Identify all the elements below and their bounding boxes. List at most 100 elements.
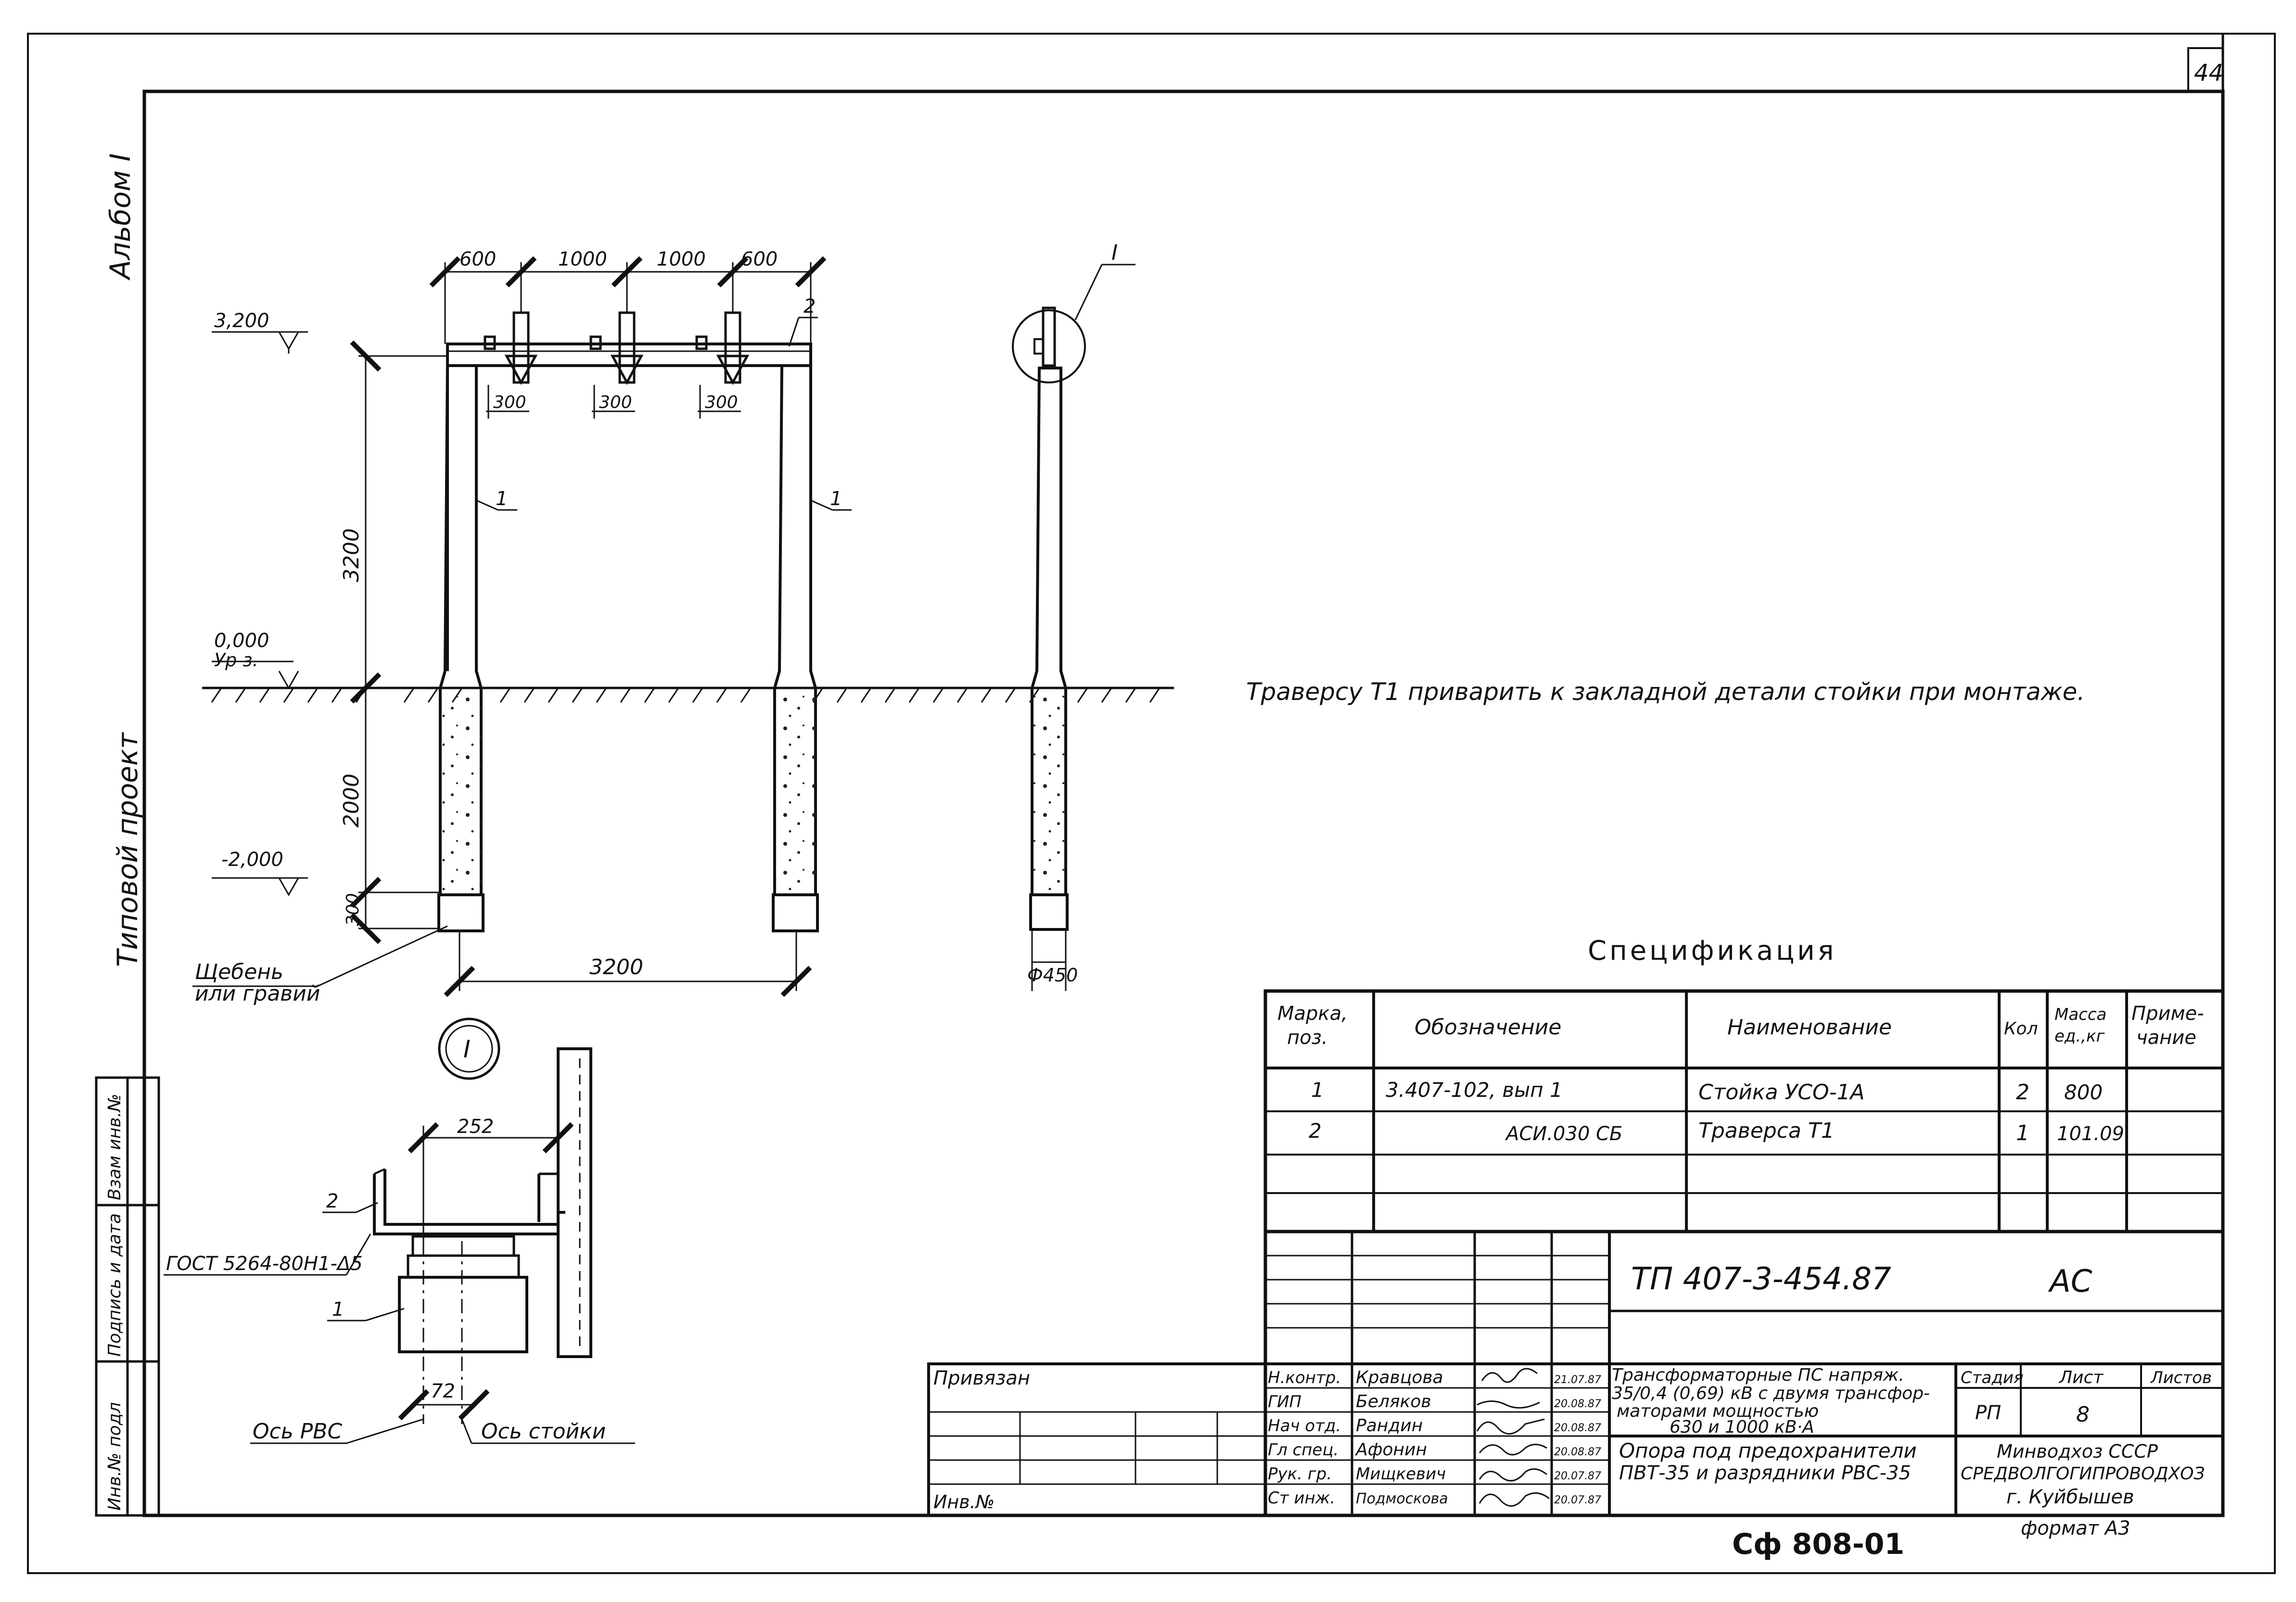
stamp-cell-signature: Подпись и дата	[105, 1213, 125, 1357]
project-title-1: Трансформаторные ПС напряж.	[1612, 1365, 1904, 1385]
role-name-4: Мищкевич	[1356, 1464, 1446, 1484]
role-name-5: Подмоскова	[1356, 1490, 1448, 1507]
spec-header-note-1: Приме-	[2131, 1003, 2204, 1025]
spec-row1-qty: 2	[2016, 1080, 2029, 1105]
left-stamp	[95, 1076, 160, 1517]
role-rows: Н.контр. Кравцова 21.07.87 ГИП Беляков 2…	[1268, 1368, 1601, 1508]
detail-callout: I	[1111, 241, 1118, 265]
axis-post-label: Ось стойки	[481, 1419, 606, 1444]
project-title-2: 35/0,4 (0,69) кВ с двумя трансфор-	[1612, 1384, 1930, 1403]
dim-top-600-right: 600	[741, 248, 778, 270]
role-2: Нач отд.	[1268, 1416, 1341, 1436]
pos-label-left-post: 1	[496, 488, 508, 510]
role-date-3: 20.08.87	[1554, 1446, 1601, 1458]
elevation-ground: 0,000	[214, 630, 269, 652]
role-name-1: Беляков	[1356, 1392, 1431, 1411]
sheet-title-1: Опора под предохранители	[1619, 1439, 1917, 1462]
page-number: 44	[2194, 60, 2223, 87]
dim-insulator-1: 300	[493, 393, 526, 412]
spec-header-qty: Кол	[2004, 1019, 2038, 1039]
side-view	[1012, 264, 1135, 991]
stage-value: РП	[1975, 1402, 2001, 1424]
spec-header-mark-2: поз.	[1287, 1027, 1328, 1049]
spec-header-mass-1: Масса	[2054, 1005, 2106, 1024]
role-1: ГИП	[1268, 1392, 1301, 1411]
dim-top-600-left: 600	[459, 248, 496, 270]
elevation-bottom: -2,000	[221, 849, 283, 871]
mounting-note: Траверсу Т1 приварить к закладной детали…	[1246, 678, 2085, 706]
inv-no-label: Инв.№	[933, 1491, 995, 1513]
sheet-title-2: ПВТ-35 и разрядники РВС-35	[1619, 1462, 1911, 1484]
title-mark: АС	[2048, 1264, 2092, 1299]
detail-dim-72: 72	[431, 1380, 455, 1402]
spec-title: Спецификация	[1588, 935, 1837, 966]
role-name-0: Кравцова	[1356, 1368, 1443, 1387]
gravel-label-1: Щебень	[195, 960, 283, 984]
spec-row1-pos: 1	[1311, 1078, 1324, 1102]
role-name-3: Афонин	[1355, 1440, 1427, 1460]
dim-insulator-2: 300	[599, 393, 632, 412]
stamp-cell-original: Инв.№ подл	[105, 1402, 125, 1511]
spec-row2-name: Траверса Т1	[1698, 1119, 1835, 1143]
front-view	[192, 262, 1174, 997]
detail-view	[164, 1017, 635, 1444]
spec-header-name: Наименование	[1727, 1015, 1892, 1040]
spec-row1-name: Стойка УСО-1А	[1698, 1080, 1865, 1105]
album-label: Альбом I	[104, 153, 137, 281]
gravel-label-2: или гравий	[195, 981, 320, 1006]
org-1: Минводхоз СССР	[1997, 1441, 2158, 1462]
axis-rvs-label: Ось РВС	[253, 1419, 342, 1444]
role-date-4: 20.07.87	[1554, 1470, 1601, 1482]
role-name-2: Рандин	[1356, 1416, 1423, 1436]
table-row: 2 АСИ.030 СБ Траверса Т1 1 101.09	[1309, 1119, 2124, 1145]
pos-label-right-post: 1	[830, 488, 842, 510]
dim-top-1000-b: 1000	[657, 248, 706, 270]
sheet-no-value: 8	[2076, 1402, 2090, 1427]
sheets-label: Листов	[2150, 1368, 2212, 1387]
dim-height-3200: 3200	[339, 528, 364, 582]
role-date-0: 21.07.87	[1554, 1374, 1601, 1386]
spec-header-designation: Обозначение	[1415, 1015, 1561, 1040]
signatures	[1476, 1368, 1550, 1507]
privyazan-label: Привязан	[933, 1367, 1030, 1389]
project-type-label: Типовой проект	[111, 732, 144, 967]
detail-pos-2: 2	[326, 1190, 338, 1212]
title-block-grid	[927, 1230, 2225, 1517]
detail-pos-1: 1	[332, 1298, 344, 1321]
spec-row2-designation: АСИ.030 СБ	[1505, 1123, 1622, 1145]
sheet-label: Лист	[2058, 1368, 2104, 1387]
spec-row2-qty: 1	[2016, 1121, 2029, 1145]
role-date-2: 20.08.87	[1554, 1422, 1601, 1434]
detail-dim-252: 252	[457, 1116, 494, 1138]
spec-row1-mass: 800	[2064, 1081, 2103, 1104]
crossarm	[446, 343, 812, 367]
project-title-4: 630 и 1000 кВ·А	[1670, 1417, 1814, 1437]
role-0: Н.контр.	[1268, 1368, 1341, 1387]
dim-span-3200: 3200	[589, 955, 643, 979]
diameter-label: Ф450	[1027, 965, 1078, 986]
table-row: 1 3.407-102, вып 1 Стойка УСО-1А 2 800	[1311, 1078, 2103, 1105]
role-5: Ст инж.	[1268, 1488, 1335, 1508]
stamp-cell-replace: Взам инв.№	[105, 1093, 125, 1200]
role-4: Рук. гр.	[1268, 1464, 1332, 1484]
org-2: СРЕДВОЛГОГИПРОВОДХОЗ	[1961, 1464, 2205, 1484]
project-title-3: маторами мощностью	[1617, 1401, 1819, 1421]
title-code: ТП 407-3-454.87	[1631, 1261, 1891, 1297]
spec-row2-pos: 2	[1309, 1119, 1322, 1143]
detail-label: I	[463, 1035, 471, 1063]
dim-top-1000-a: 1000	[558, 248, 607, 270]
insulator-brackets	[484, 311, 750, 385]
org-3: г. Куйбышев	[2006, 1486, 2134, 1508]
role-date-1: 20.08.87	[1554, 1398, 1601, 1410]
spec-header-mark-1: Марка,	[1277, 1003, 1348, 1025]
format-label: формат А3	[2021, 1517, 2130, 1539]
spec-header-mass-2: ед.,кг	[2054, 1027, 2105, 1046]
dim-base-300: 300	[343, 893, 363, 926]
spec-header-note-2: чание	[2136, 1027, 2196, 1049]
elevation-ground-label: Ур з.	[214, 649, 258, 671]
dim-depth-2000: 2000	[339, 774, 364, 827]
elevation-top: 3,200	[214, 310, 269, 332]
stage-label: Стадия	[1961, 1368, 2023, 1387]
spec-row1-designation: 3.407-102, вып 1	[1386, 1078, 1563, 1102]
